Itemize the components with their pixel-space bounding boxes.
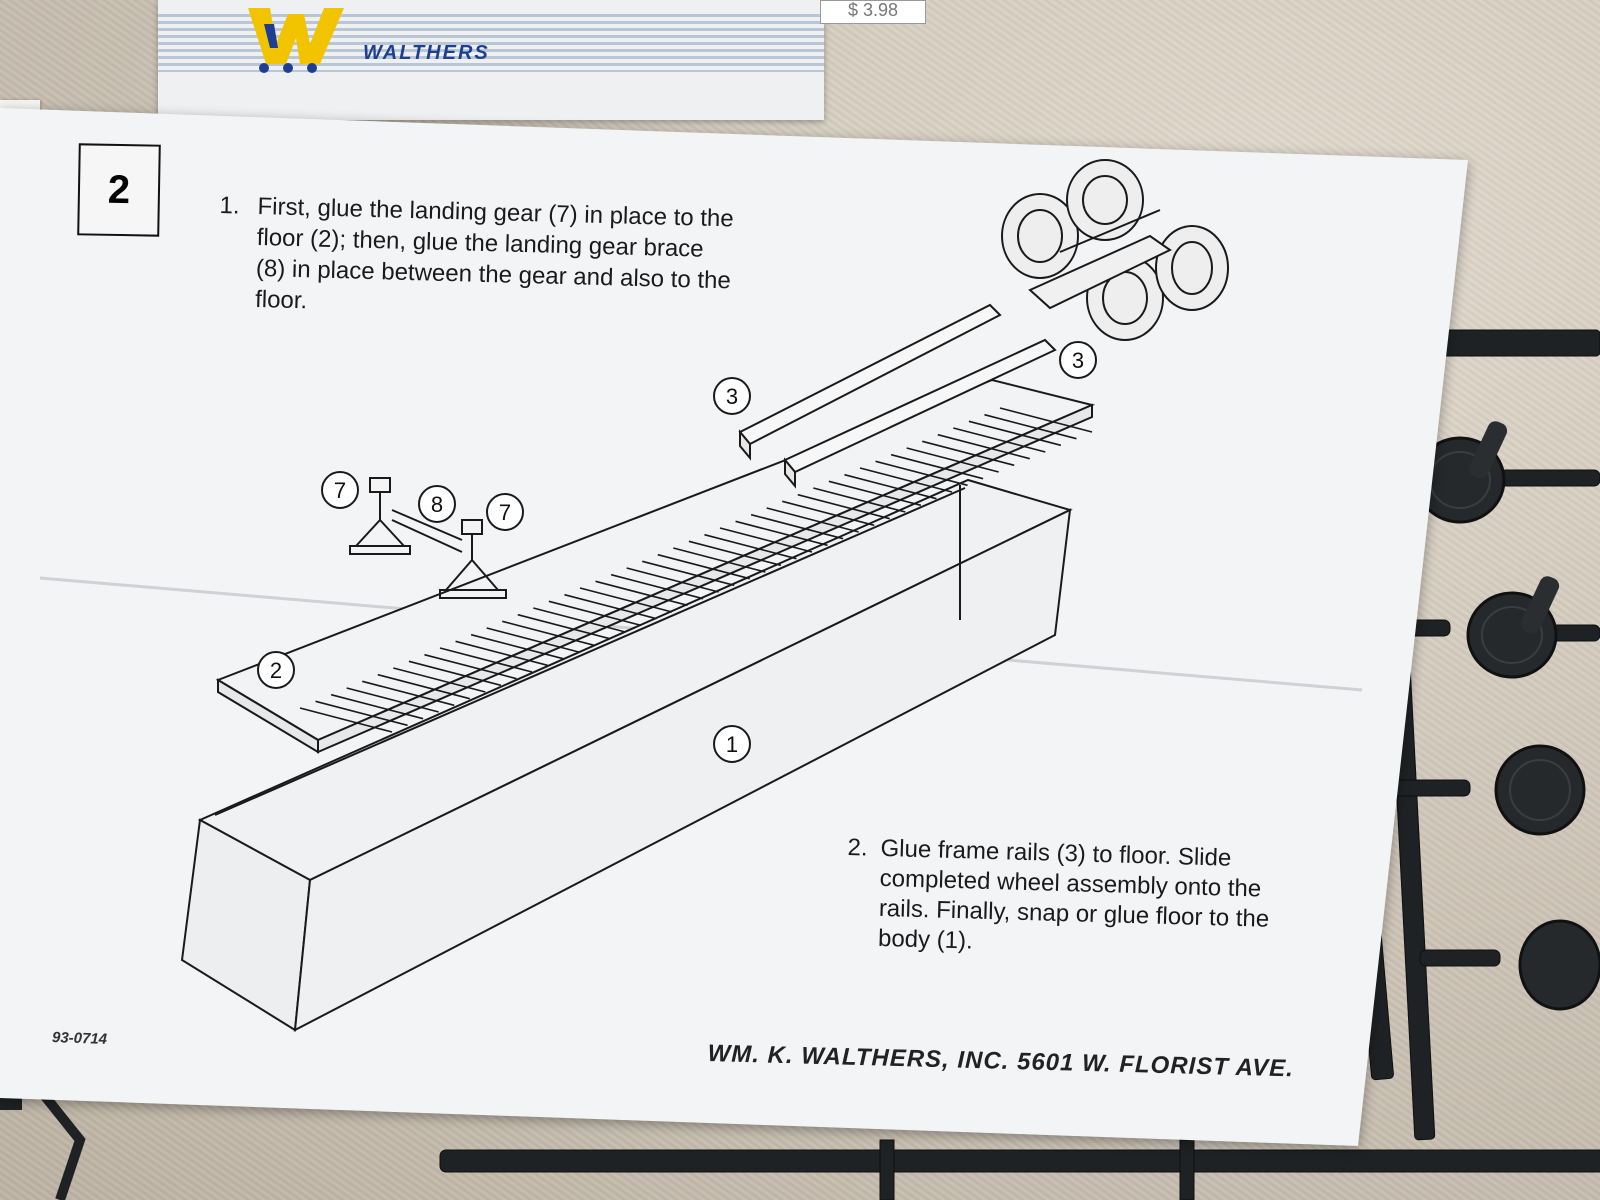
sprue-wheel-icon: [1518, 919, 1600, 1011]
trailer-floor-part: [215, 378, 1096, 754]
floor-slat: [828, 480, 922, 507]
walthers-logo-icon: [248, 8, 344, 73]
floor-slat: [315, 700, 408, 727]
floor-slat: [424, 653, 517, 680]
floor-slat: [330, 693, 424, 720]
floor-slat: [486, 627, 579, 653]
callout-label: 7: [334, 478, 346, 503]
floor-slat: [875, 460, 968, 487]
price-sticker: $ 3.98: [820, 0, 926, 24]
floor-slat: [735, 520, 828, 547]
floor-slat: [688, 540, 782, 567]
floor-slat: [455, 640, 548, 667]
floor-slat: [626, 567, 719, 593]
callout-circle: [713, 725, 751, 763]
floor-slat: [377, 673, 470, 700]
floor-slat: [533, 607, 626, 633]
floor-slat: [999, 407, 1093, 433]
floor-slat: [564, 593, 657, 620]
floor-slat: [797, 493, 890, 520]
floor-slat: [673, 547, 766, 573]
floor-slat: [595, 580, 688, 607]
floor-slat: [502, 620, 595, 647]
floor-slat: [470, 633, 564, 660]
callout-label: 7: [499, 500, 511, 525]
brand-name: WALTHERS: [363, 42, 490, 64]
floor-slat: [813, 487, 906, 513]
trailer-body-part: [180, 478, 1073, 1032]
floor-slat: [953, 427, 1046, 453]
floor-slat: [704, 533, 797, 560]
floor-slat: [937, 433, 1030, 460]
callout-circle: [418, 485, 456, 523]
floor-slat: [610, 573, 704, 600]
callout-circle: [321, 471, 359, 509]
callout-circle: [1059, 341, 1097, 379]
floor-slat: [642, 560, 735, 587]
callouts: [257, 341, 1097, 763]
sprue-wheel-icon: [1466, 576, 1560, 679]
floor-slat: [890, 453, 984, 480]
product-box: $ 3.98 WALTHERS: [158, 0, 926, 120]
floor-slat: [657, 553, 750, 580]
floor-slat: [859, 467, 953, 493]
landing-gear-part: [349, 477, 507, 599]
floor-slat: [362, 680, 455, 707]
floor-slat: [548, 600, 642, 627]
callout-label: 8: [431, 492, 443, 517]
wheel-assembly-part: [1001, 159, 1229, 341]
floor-slat: [393, 667, 486, 693]
frame-rail-part: [738, 303, 1057, 489]
landing-gear-brace-part: [391, 509, 463, 553]
floor-slat: [299, 707, 393, 733]
floor-slat: [844, 473, 937, 500]
floor-slat: [766, 507, 859, 533]
callout-label: 3: [1072, 348, 1084, 373]
floor-slat: [984, 413, 1077, 440]
callout-circle: [486, 493, 524, 531]
floor-slat: [782, 500, 875, 527]
floor-slat: [439, 647, 533, 673]
floor-slat: [906, 447, 999, 473]
callout-circle: [713, 377, 751, 415]
floor-slat: [719, 527, 813, 553]
floor-slat: [922, 440, 1015, 467]
floor-slat: [408, 660, 502, 687]
floor-slat: [750, 513, 844, 540]
callout-label: 2: [270, 658, 282, 683]
floor-slat: [579, 587, 673, 613]
floor-slat: [346, 687, 439, 713]
floor-slat: [968, 420, 1062, 447]
callout-label: 3: [726, 384, 738, 409]
callout-label: 1: [726, 732, 738, 757]
floor-slat: [517, 613, 610, 640]
callout-circle: [257, 651, 295, 689]
sprue-wheel-icon: [1494, 744, 1586, 836]
